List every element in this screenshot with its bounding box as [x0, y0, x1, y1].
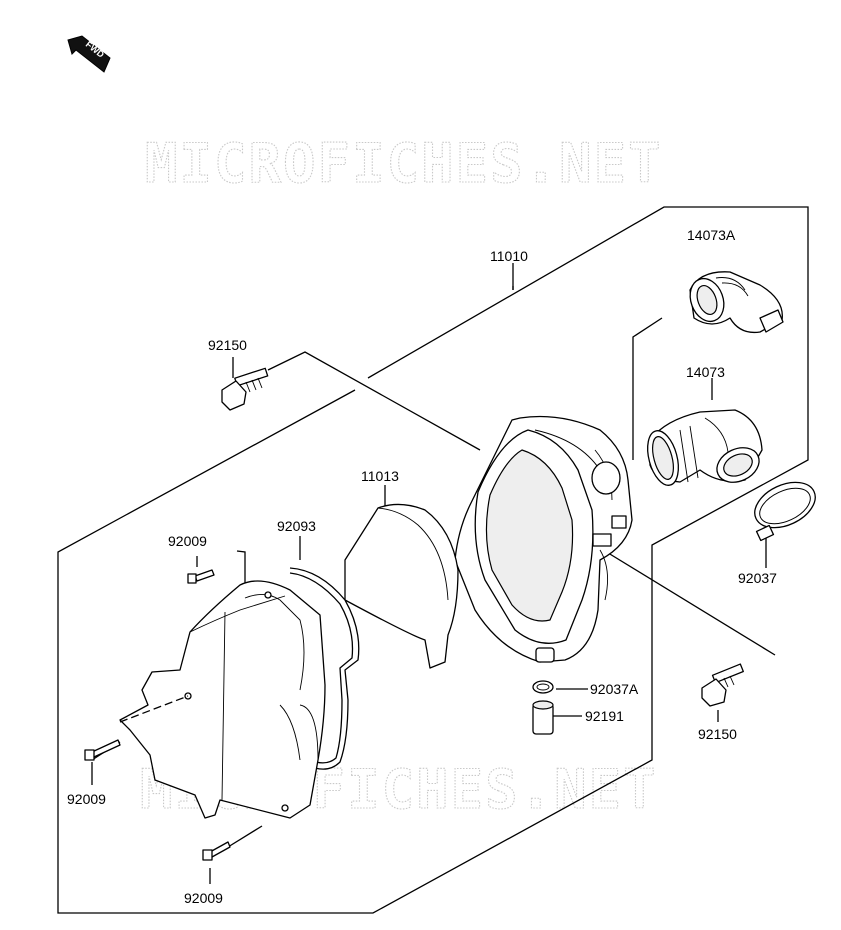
- label-92009-bottom: 92009: [184, 890, 223, 906]
- screw-92009-top: [187, 569, 215, 584]
- screw-92009-bottom: [202, 841, 231, 861]
- bolt-92150-right: [701, 663, 744, 707]
- label-92150-top: 92150: [208, 337, 247, 353]
- label-14073a: 14073A: [687, 227, 736, 243]
- watermark-top: MICROFICHES.NET: [145, 132, 663, 195]
- intake-hose-14073: [647, 409, 763, 486]
- leader-lines: [91, 317, 776, 884]
- bolt-92150-top: [221, 367, 269, 411]
- label-14073: 14073: [686, 364, 725, 380]
- clip-92037a: [532, 680, 554, 694]
- clamp-92037: [754, 481, 816, 542]
- cover-assembly: [119, 580, 326, 819]
- drain-tube-92191: [532, 700, 554, 735]
- label-11010: 11010: [490, 248, 528, 264]
- label-92037: 92037: [738, 570, 777, 586]
- label-11013: 11013: [361, 468, 399, 484]
- label-92150-right: 92150: [698, 726, 737, 742]
- assembly-outline: [57, 206, 809, 914]
- label-92093: 92093: [277, 518, 316, 534]
- label-92009-left: 92009: [67, 791, 106, 807]
- filter-element-11013: [344, 503, 459, 669]
- label-92009-top: 92009: [168, 533, 207, 549]
- elbow-duct-14073a: [689, 271, 784, 334]
- fwd-arrow-icon: FWD: [67, 35, 111, 73]
- label-92191: 92191: [585, 708, 624, 724]
- air-cleaner-case-11010: [454, 415, 633, 663]
- screw-92009-left: [84, 739, 121, 761]
- label-92037a: 92037A: [590, 681, 639, 697]
